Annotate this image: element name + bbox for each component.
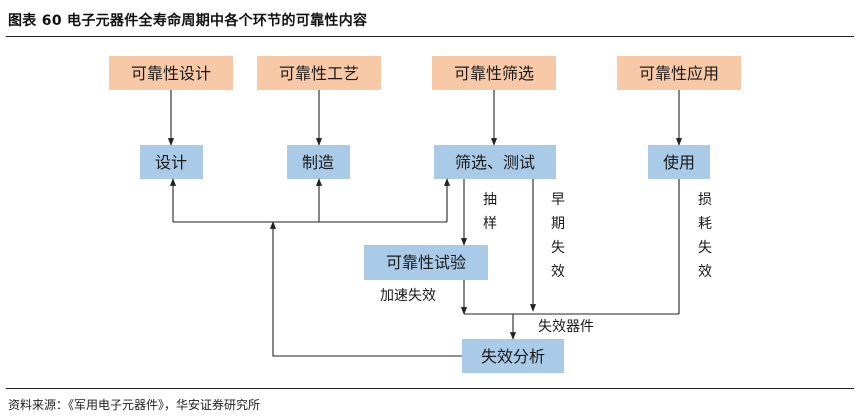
stage-box-failure-analysis: 失效分析 bbox=[462, 339, 564, 373]
stage-box-manufacture: 制造 bbox=[287, 145, 350, 179]
req-label-application: 可靠性应用 bbox=[639, 64, 719, 83]
req-label-process: 可靠性工艺 bbox=[279, 64, 359, 83]
req-box-design: 可靠性设计 bbox=[109, 56, 233, 90]
label-wear-failure: 损耗失效 bbox=[698, 192, 712, 280]
req-label-screening: 可靠性筛选 bbox=[454, 64, 534, 83]
stage-box-use: 使用 bbox=[648, 145, 710, 179]
req-label-design: 可靠性设计 bbox=[131, 64, 211, 83]
stage-label-reliability-test: 可靠性试验 bbox=[386, 253, 466, 272]
req-box-application: 可靠性应用 bbox=[617, 56, 741, 90]
label-sampling: 抽样 bbox=[483, 192, 497, 232]
top-rule bbox=[6, 36, 854, 37]
label-early-failure: 早期失效 bbox=[551, 192, 565, 280]
stage-label-screen-test: 筛选、测试 bbox=[455, 153, 535, 172]
stage-label-manufacture: 制造 bbox=[302, 153, 334, 172]
label-failed-devices: 失效器件 bbox=[538, 319, 594, 335]
stage-box-screen-test: 筛选、测试 bbox=[434, 145, 556, 179]
figure-source: 资料来源：《军用电子元器件》，华安证券研究所 bbox=[8, 398, 261, 412]
req-box-screening: 可靠性筛选 bbox=[432, 56, 556, 90]
stage-label-design: 设计 bbox=[155, 153, 187, 172]
stage-box-reliability-test: 可靠性试验 bbox=[364, 245, 488, 280]
label-accelerated-failure: 加速失效 bbox=[380, 288, 436, 304]
stage-box-design: 设计 bbox=[140, 145, 203, 179]
stage-label-use: 使用 bbox=[663, 153, 695, 172]
figure-title: 图表 60 电子元器件全寿命周期中各个环节的可靠性内容 bbox=[8, 13, 368, 29]
stage-label-failure-analysis: 失效分析 bbox=[481, 347, 545, 366]
req-box-process: 可靠性工艺 bbox=[257, 56, 381, 90]
bottom-rule bbox=[6, 388, 854, 389]
arrow-feedback-left bbox=[269, 221, 462, 357]
